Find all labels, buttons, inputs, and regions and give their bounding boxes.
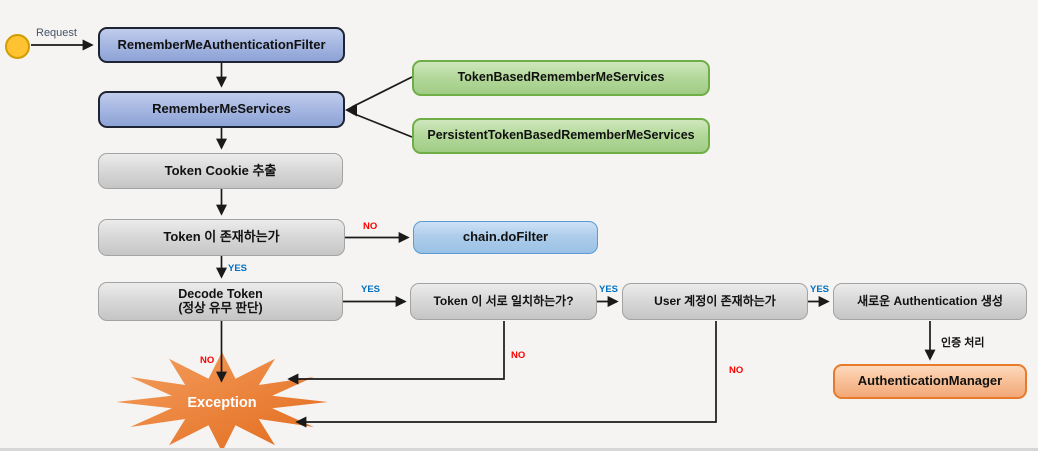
node-token-exists: Token 이 존재하는가 xyxy=(98,219,345,256)
node-authenticationmanager: AuthenticationManager xyxy=(833,364,1027,399)
exception-burst: Exception xyxy=(116,352,328,451)
line-tokenbased-services xyxy=(351,76,413,108)
node-user-exists: User 계정이 존재하는가 xyxy=(622,283,808,320)
node-token-cookie-extract: Token Cookie 추출 xyxy=(98,153,343,189)
label-yes-user: YES xyxy=(810,284,830,295)
decode-token-line2: (정상 유무 판단) xyxy=(178,300,263,315)
label-yes-match: YES xyxy=(599,284,619,295)
node-decode-token: Decode Token (정상 유무 판단) xyxy=(98,282,343,321)
decode-token-line1: Decode Token xyxy=(178,286,263,301)
bottom-edge-strip xyxy=(0,448,1038,451)
node-chain-dofilter: chain.doFilter xyxy=(413,221,598,254)
line-persistent-services xyxy=(351,112,413,138)
arrow-match-no-exception xyxy=(287,321,505,385)
node-remembermeauthenticationfilter: RememberMeAuthenticationFilter xyxy=(98,27,345,63)
node-token-match: Token 이 서로 일치하는가? xyxy=(410,283,597,320)
node-persistenttokenbasedremembermeservices: PersistentTokenBasedRememberMeServices xyxy=(412,118,710,154)
label-yes-token-exists: YES xyxy=(228,263,248,274)
label-auth-process: 인증 처리 xyxy=(941,337,985,349)
label-no-user: NO xyxy=(729,365,744,376)
label-no-decode: NO xyxy=(200,355,215,366)
exception-label: Exception xyxy=(187,395,256,411)
arrow-user-no-exception xyxy=(295,321,717,428)
arrowhead-services xyxy=(345,103,357,117)
label-no-match: NO xyxy=(511,350,526,361)
request-label: Request xyxy=(36,27,77,39)
start-circle xyxy=(5,34,30,59)
label-no-token-exists: NO xyxy=(363,221,378,232)
node-new-authentication: 새로운 Authentication 생성 xyxy=(833,283,1027,320)
node-tokenbasedremembermeservices: TokenBasedRememberMeServices xyxy=(412,60,710,96)
label-yes-decode: YES xyxy=(361,284,381,295)
node-remembermeservices: RememberMeServices xyxy=(98,91,345,128)
